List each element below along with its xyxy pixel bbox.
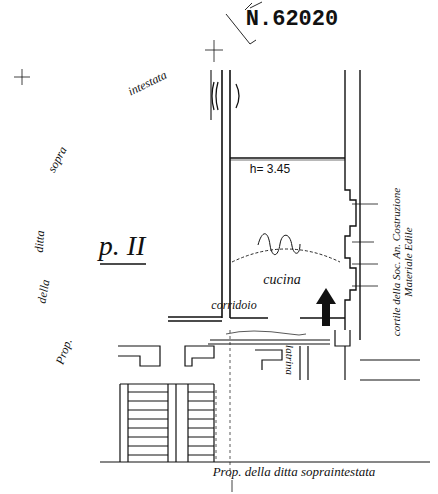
stair-tread bbox=[128, 392, 214, 393]
owner-note: Prop. bbox=[53, 337, 74, 366]
stair-tread bbox=[128, 419, 214, 420]
owner-note: sopra bbox=[46, 145, 70, 175]
stair-tread bbox=[128, 446, 214, 447]
courtyard-note: cortile della Soc. An. Costruzione Mater… bbox=[390, 177, 414, 347]
room-name: corridoio bbox=[211, 299, 256, 312]
stair-tread bbox=[128, 410, 214, 411]
stair-tread bbox=[128, 455, 214, 456]
room-name: latrina bbox=[284, 345, 296, 375]
room-name: cucina bbox=[263, 272, 300, 287]
file-number: N.62020 bbox=[246, 8, 338, 32]
height-dimension: h= 3.45 bbox=[250, 163, 290, 176]
stair-tread bbox=[128, 428, 214, 429]
owner-note: della bbox=[35, 279, 52, 305]
stair-tread bbox=[128, 437, 214, 438]
owner-note: intestata bbox=[127, 69, 170, 99]
owner-note: Prop. della ditta sopraintestata bbox=[213, 465, 376, 479]
stair-tread bbox=[128, 401, 214, 402]
floor-label: p. II bbox=[99, 231, 146, 262]
owner-note: ditta bbox=[33, 231, 48, 254]
